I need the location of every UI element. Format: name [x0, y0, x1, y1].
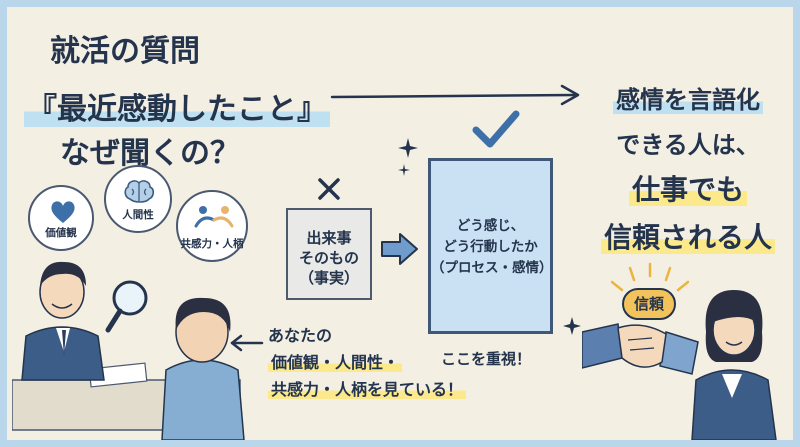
brain-icon	[124, 180, 155, 203]
bubble-humanity: 人間性	[104, 165, 172, 233]
long-arrow	[330, 84, 580, 106]
title-line-2: 『最近感動したこと』	[24, 84, 330, 128]
businesswoman	[691, 290, 777, 440]
title-line-2-text: 『最近感動したこと』	[24, 92, 330, 127]
conclusion-line-3: 仕事でも	[588, 168, 788, 208]
fact-card-line-2: そのもの	[298, 249, 359, 267]
fact-card-line-3: （事実）	[298, 269, 359, 287]
checkmark-icon	[472, 110, 520, 148]
sparkle-small-icon	[563, 317, 581, 335]
process-card-line-3: （プロセス・感情）	[431, 260, 553, 276]
process-card-line-2: どう行動したか	[443, 239, 538, 255]
sparkle-icon	[398, 138, 418, 176]
heart-icon	[51, 201, 75, 223]
observer-note-line-1: あなたの	[268, 326, 333, 345]
bubble-humanity-label: 人間性	[122, 209, 154, 221]
trust-badge: 信頼	[622, 288, 676, 320]
process-card: どう感じ、 どう行動したか （プロセス・感情）	[428, 158, 553, 334]
cross-mark-icon	[318, 178, 340, 200]
conclusion-line-3-text: 仕事でも	[628, 173, 747, 206]
title-line-1: 就活の質問	[50, 34, 200, 69]
observer-note-line-2: 価値観・人間性・	[268, 353, 403, 372]
title-line-3: なぜ聞くの？	[60, 136, 240, 171]
focus-note: ここを重視！	[441, 350, 532, 368]
right-arrow-icon	[381, 233, 418, 265]
bubble-values-label: 価値観	[45, 227, 77, 239]
magnifier-icon	[105, 280, 148, 333]
conclusion-line-1: 感情を言語化	[588, 80, 788, 115]
fact-card: 出来事 そのもの （事実）	[286, 208, 372, 300]
trust-illustration	[582, 262, 777, 440]
bubble-values: 価値観	[28, 185, 94, 251]
handshake-illustration	[582, 323, 699, 375]
conclusion-line-4-text: 信頼される人	[600, 221, 775, 254]
candidate	[161, 297, 245, 440]
process-card-line-1: どう感じ、	[456, 218, 525, 234]
interviewer	[21, 261, 105, 381]
interview-illustration	[12, 261, 245, 440]
observer-note-line-3: 共感力・人柄を見ている！	[268, 380, 467, 399]
observer-note: あなたの 価値観・人間性・ 共感力・人柄を見ている！	[268, 322, 467, 403]
conclusion-line-1-text: 感情を言語化	[613, 86, 763, 114]
handshake-icon	[194, 206, 234, 228]
conclusion-line-2: できる人は、	[616, 131, 760, 159]
bubble-empathy-label: 共感力・人柄	[180, 238, 244, 250]
bubble-empathy: 共感力・人柄	[176, 190, 248, 262]
left-arrow-icon	[230, 334, 264, 352]
fact-card-line-1: 出来事	[306, 229, 352, 247]
conclusion-line-4: 信頼される人	[588, 216, 788, 256]
glow-rays	[610, 262, 690, 292]
